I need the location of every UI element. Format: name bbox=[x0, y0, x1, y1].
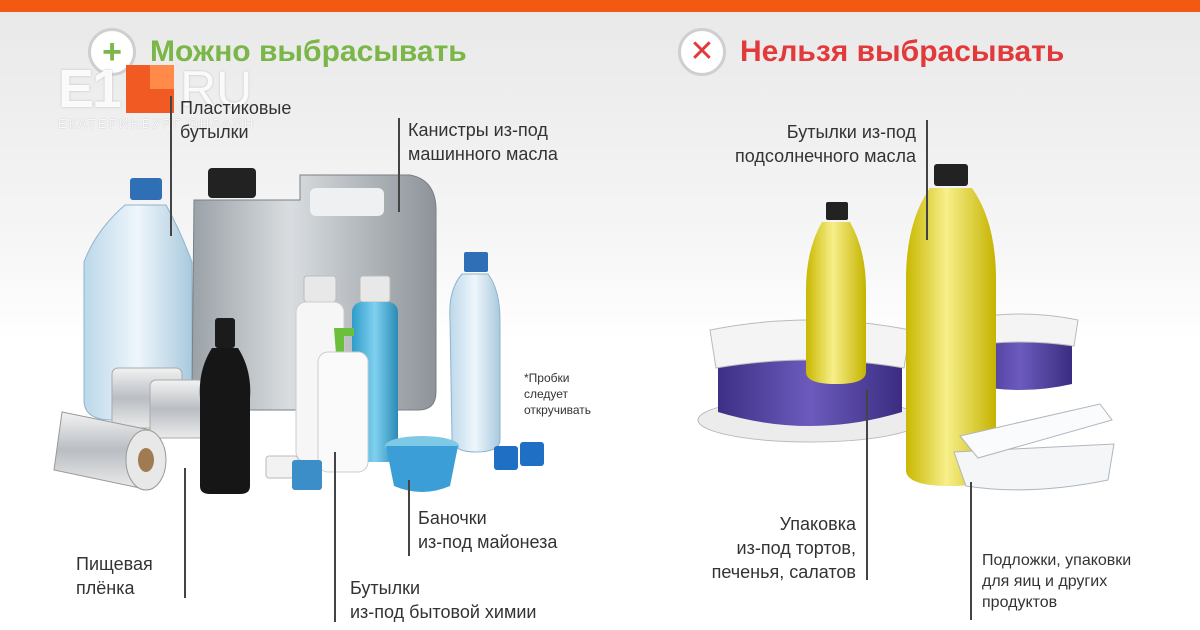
label-trays: Подложки, упаковки для яиц и других прод… bbox=[982, 552, 1132, 611]
chemical-bottles-image bbox=[265, 275, 398, 490]
label-oil-bottles: Бутылки из-под подсолнечного масла bbox=[735, 122, 916, 166]
label-oil-canisters: Канистры из-под машинного масла bbox=[408, 120, 558, 164]
pointer-line bbox=[926, 120, 928, 240]
pointer-line bbox=[170, 96, 172, 236]
pointer-line bbox=[970, 482, 972, 620]
e1-logo: E1 RU ЕКАТЕРИНБУРГ ОНЛАЙН bbox=[58, 58, 255, 131]
pointer-line bbox=[866, 390, 868, 580]
pointer-line bbox=[184, 468, 186, 598]
label-mayo-jars: Баночки из-под майонеза bbox=[418, 508, 558, 552]
pointer-line bbox=[408, 480, 410, 556]
water-bottle-image bbox=[83, 178, 193, 421]
small-bottle-image bbox=[449, 252, 544, 470]
pointer-line bbox=[334, 452, 336, 622]
logo-e1: E1 bbox=[58, 59, 122, 119]
allowed-heading: + Можно выбрасывать bbox=[88, 28, 467, 76]
foam-tray-image bbox=[953, 403, 1115, 491]
cross-icon: ✕ bbox=[678, 28, 726, 76]
dark-bottle-image bbox=[199, 318, 251, 494]
label-food-film: Пищевая плёнка bbox=[76, 554, 153, 598]
label-caps-note: *Пробки следует откручивать bbox=[524, 371, 592, 417]
logo-ru: RU bbox=[180, 61, 253, 117]
top-accent-bar bbox=[0, 0, 1200, 12]
label-cake-packaging: Упаковка из-под тортов, печенья, салатов bbox=[711, 514, 856, 582]
forbidden-heading: ✕ Нельзя выбрасывать bbox=[678, 28, 1064, 76]
film-roll-image bbox=[53, 367, 206, 491]
forbidden-title: Нельзя выбрасывать bbox=[740, 35, 1065, 68]
plus-icon: + bbox=[88, 28, 136, 76]
pointer-line bbox=[398, 118, 400, 212]
logo-square-icon bbox=[126, 65, 175, 113]
label-chemical-bottles: Бутылки из-под бытовой химии bbox=[350, 578, 537, 622]
oil-bottles-image bbox=[806, 164, 996, 486]
mayo-jar-image bbox=[385, 436, 459, 492]
allowed-title: Можно выбрасывать bbox=[150, 35, 467, 68]
logo-tagline: ЕКАТЕРИНБУРГ ОНЛАЙН bbox=[58, 116, 256, 131]
label-plastic-bottles: Пластиковые бутылки bbox=[180, 98, 292, 142]
